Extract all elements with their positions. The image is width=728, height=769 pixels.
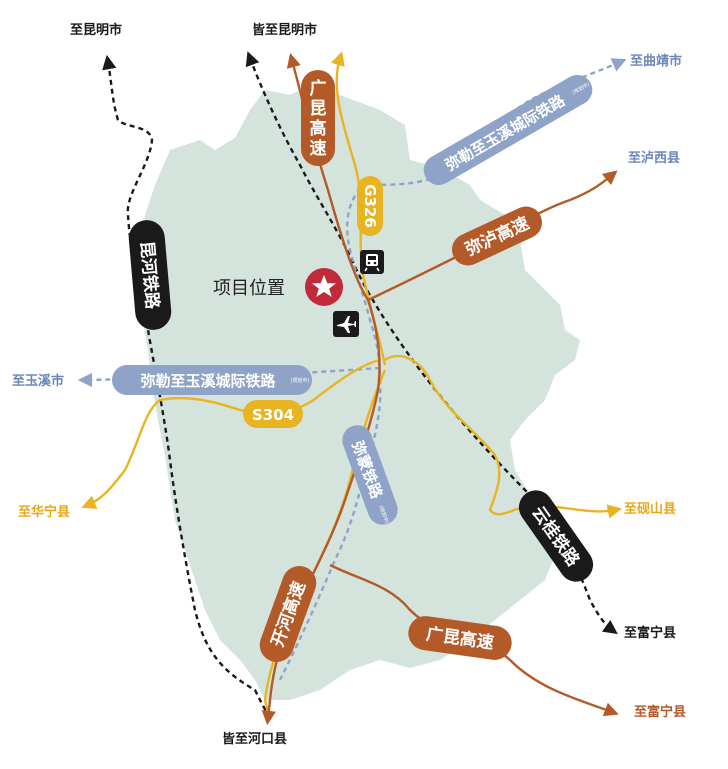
svg-text:G326: G326: [361, 184, 379, 228]
route-pill-kunhe: 昆河铁路: [128, 220, 172, 330]
dest-qujing: 至曲靖市: [630, 53, 682, 69]
dest-kunming-all: 皆至昆明市: [252, 22, 317, 38]
train-icon: [360, 250, 384, 274]
dest-hekou: 皆至河口县: [222, 731, 287, 747]
dest-yuxi: 至玉溪市: [12, 373, 64, 389]
route-pill-mile-yuxi-east: 弥勒至玉溪城际铁路 (规划中): [423, 75, 593, 185]
dest-huaning: 至华宁县: [18, 504, 70, 520]
dest-funing-road: 至富宁县: [634, 704, 686, 720]
dest-kunming-left: 至昆明市: [70, 22, 122, 38]
airplane-icon: [333, 311, 359, 337]
svg-text:弥勒至玉溪城际铁路: 弥勒至玉溪城际铁路: [442, 91, 569, 175]
dest-funing-rail: 至富宁县: [624, 625, 676, 641]
route-pill-guangkun-north: 广昆高速: [301, 70, 335, 166]
route-pill-guangkun-south: 广昆高速: [408, 616, 512, 660]
svg-text:(规划中): (规划中): [291, 377, 310, 384]
svg-text:广昆高速: 广昆高速: [310, 78, 327, 159]
dest-yanshan: 至砚山县: [624, 501, 676, 517]
svg-text:弥勒至玉溪城际铁路: 弥勒至玉溪城际铁路: [140, 372, 276, 390]
svg-text:S304: S304: [252, 406, 294, 424]
route-pill-s304: S304: [243, 400, 303, 428]
route-pill-g326: G326: [357, 176, 383, 236]
project-label: 项目位置: [213, 278, 285, 299]
project-marker: [305, 268, 343, 306]
star-icon: [312, 275, 336, 297]
kunhe-railway-line: [102, 54, 272, 719]
dest-luxi: 至泸西县: [628, 150, 680, 166]
route-pill-mile-yuxi-west: 弥勒至玉溪城际铁路 (规划中): [112, 365, 312, 395]
